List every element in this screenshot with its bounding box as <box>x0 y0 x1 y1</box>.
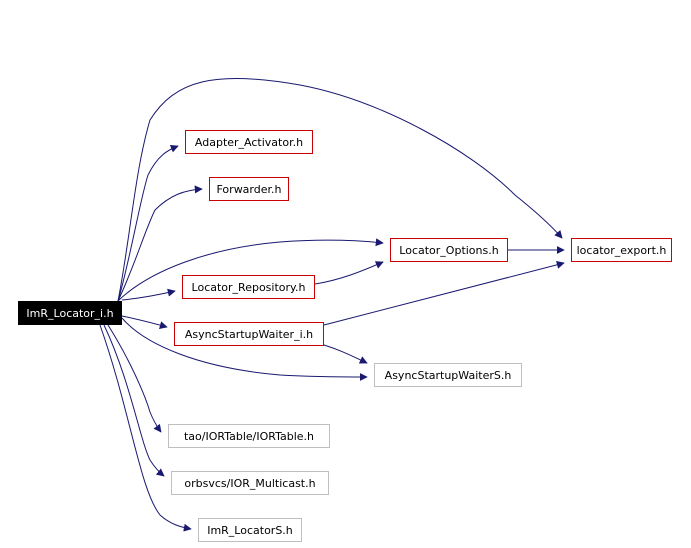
node-ior-table: tao/IORTable/IORTable.h <box>168 424 330 448</box>
node-locator-export[interactable]: locator_export.h <box>571 238 672 262</box>
node-locator-repository[interactable]: Locator_Repository.h <box>182 275 315 299</box>
node-ior-multicast: orbsvcs/IOR_Multicast.h <box>171 471 329 495</box>
node-adapter-activator[interactable]: Adapter_Activator.h <box>185 130 313 154</box>
edge-repository-to-options <box>314 261 384 285</box>
edge-root-to-repository <box>121 288 176 301</box>
node-imr-locator-s: ImR_LocatorS.h <box>198 518 302 542</box>
node-locator-options[interactable]: Locator_Options.h <box>390 238 508 262</box>
edge-async_i-to-export <box>323 260 565 326</box>
edge-root-to-adapter <box>117 144 179 302</box>
edge-root-to-async_s <box>121 317 368 381</box>
edge-root-to-iortable <box>107 324 162 433</box>
node-async-startup-waiter-s: AsyncStartupWaiterS.h <box>374 363 522 387</box>
edge-root-to-forwarder <box>117 185 203 302</box>
edge-root-to-options <box>117 238 384 302</box>
edge-root-to-locators <box>99 324 192 532</box>
edge-async_i-to-async_s <box>323 344 368 364</box>
node-async-startup-waiter-i[interactable]: AsyncStartupWaiter_i.h <box>174 322 324 346</box>
node-forwarder[interactable]: Forwarder.h <box>209 177 289 201</box>
edge-root-to-export <box>117 77 563 302</box>
edge-root-to-async_i <box>121 315 168 330</box>
edge-root-to-multicast <box>103 324 165 477</box>
node-imr-locator-i: ImR_Locator_i.h <box>18 301 122 325</box>
